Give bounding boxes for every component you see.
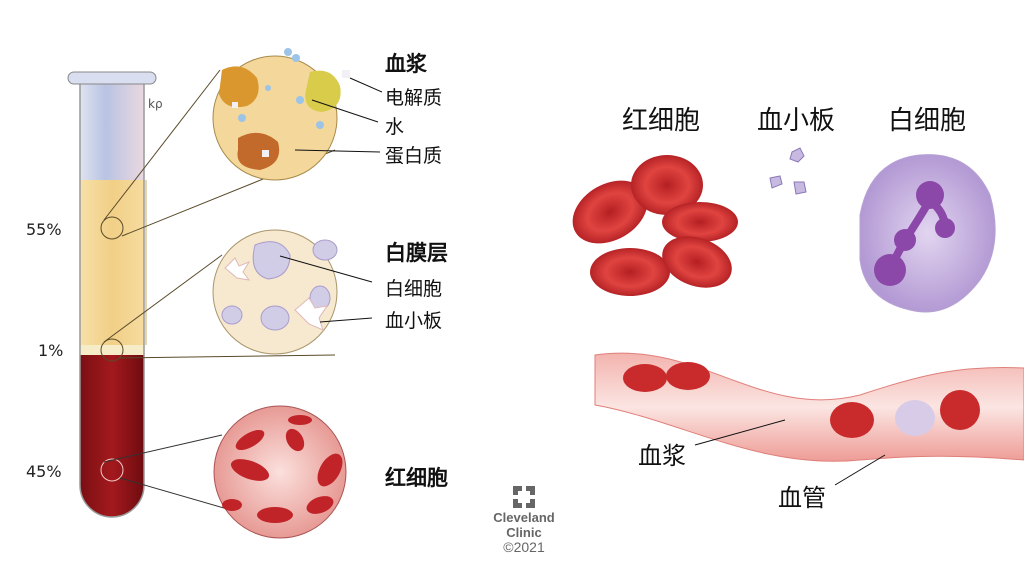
logo-copyright: ©2021 xyxy=(503,539,545,555)
red-percent: 45% xyxy=(26,462,62,481)
buffy-percent: 1% xyxy=(38,341,64,360)
logo-line1: Cleveland xyxy=(493,510,555,525)
plasma-item-electrolytes: 电解质 xyxy=(385,87,443,109)
red-cells-magnified xyxy=(213,405,347,539)
buffy-item-wbc: 白细胞 xyxy=(385,278,443,300)
cleveland-clinic-logo-icon xyxy=(513,486,535,508)
blood-vessel xyxy=(594,352,1024,486)
platelets xyxy=(769,147,807,195)
red-blood-cells xyxy=(572,155,738,296)
vessel-label: 血管 xyxy=(778,484,826,512)
white-blood-cell xyxy=(859,154,996,313)
test-tube xyxy=(67,71,157,518)
logo-line2: Clinic xyxy=(506,525,542,540)
buffy-item-platelets: 血小板 xyxy=(385,310,443,332)
vessel-plasma-label: 血浆 xyxy=(638,442,686,470)
platelet-heading: 血小板 xyxy=(757,106,836,136)
plasma-magnified xyxy=(212,48,383,181)
rbc-heading: 红细胞 xyxy=(622,106,701,136)
red-title: 红细胞 xyxy=(385,466,448,490)
plasma-title: 血浆 xyxy=(385,52,427,76)
plasma-item-water: 水 xyxy=(385,116,405,138)
tube-mark: kρ xyxy=(148,97,163,111)
plasma-item-proteins: 蛋白质 xyxy=(385,145,443,167)
buffy-title: 白膜层 xyxy=(385,241,448,265)
buffy-coat-magnified xyxy=(212,229,373,355)
cleveland-clinic-logo: Cleveland Clinic ©2021 xyxy=(486,484,562,555)
plasma-percent: 55% xyxy=(26,220,62,239)
wbc-heading: 白细胞 xyxy=(888,106,967,136)
